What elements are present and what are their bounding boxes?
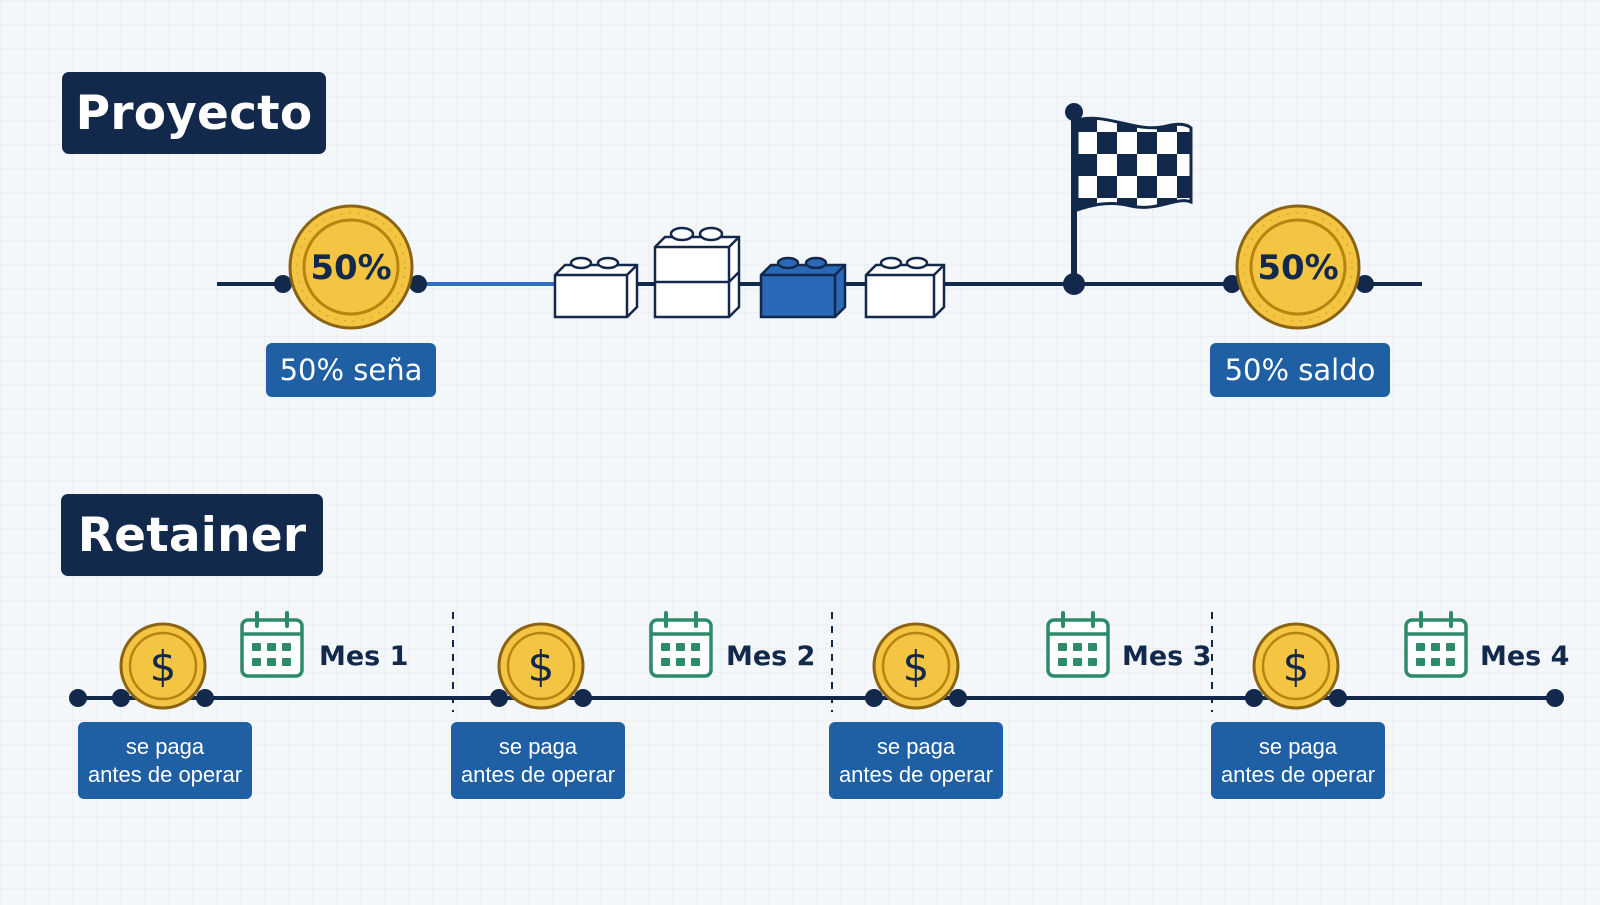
- payment-note-line2: antes de operar: [87, 761, 243, 787]
- deposit-coin-icon: 50%: [288, 204, 414, 330]
- retainer-coin-icon-1: $: [119, 622, 207, 710]
- block-icon-3-highlighted: [759, 256, 847, 319]
- month-label-1: Mes 1: [319, 641, 409, 672]
- calendar-icon-3: [1046, 611, 1110, 678]
- retainer-coin-icon-3: $: [872, 622, 960, 710]
- coin-dollar-text: $: [1283, 642, 1310, 691]
- payment-note-line2: antes de operar: [460, 761, 616, 787]
- payment-note-1: se paga antes de operar: [78, 722, 252, 799]
- coin-dollar-text: $: [903, 642, 930, 691]
- checkered-flag-icon: [1063, 103, 1193, 295]
- balance-label: 50% saldo: [1210, 343, 1390, 397]
- payment-note-4: se paga antes de operar: [1211, 722, 1385, 799]
- payment-note-2: se paga antes de operar: [451, 722, 625, 799]
- retainer-coin-icon-2: $: [497, 622, 585, 710]
- project-heading: Proyecto: [62, 72, 326, 154]
- payment-note-3: se paga antes de operar: [829, 722, 1003, 799]
- payment-note-line2: antes de operar: [838, 761, 994, 787]
- calendar-icon-2: [649, 611, 713, 678]
- payment-note-line1: se paga: [498, 733, 578, 759]
- block-icon-2: [653, 226, 741, 319]
- payment-note-line1: se paga: [125, 733, 205, 759]
- retainer-coin-icon-4: $: [1252, 622, 1340, 710]
- coin-dollar-text: $: [150, 642, 177, 691]
- payment-note-line2: antes de operar: [1220, 761, 1376, 787]
- deposit-coin-text: 50%: [310, 248, 391, 288]
- deposit-label: 50% seña: [266, 343, 436, 397]
- balance-coin-icon: 50%: [1235, 204, 1361, 330]
- calendar-icon-4: [1404, 611, 1468, 678]
- block-icon-4: [864, 256, 946, 319]
- balance-coin-text: 50%: [1257, 248, 1338, 288]
- payment-note-line1: se paga: [876, 733, 956, 759]
- calendar-icon-1: [240, 611, 304, 678]
- month-label-2: Mes 2: [726, 641, 816, 672]
- retainer-heading: Retainer: [61, 494, 323, 576]
- payment-note-line1: se paga: [1258, 733, 1338, 759]
- block-icon-1: [553, 256, 639, 319]
- coin-dollar-text: $: [528, 642, 555, 691]
- month-label-3: Mes 3: [1122, 641, 1212, 672]
- month-label-4: Mes 4: [1480, 641, 1570, 672]
